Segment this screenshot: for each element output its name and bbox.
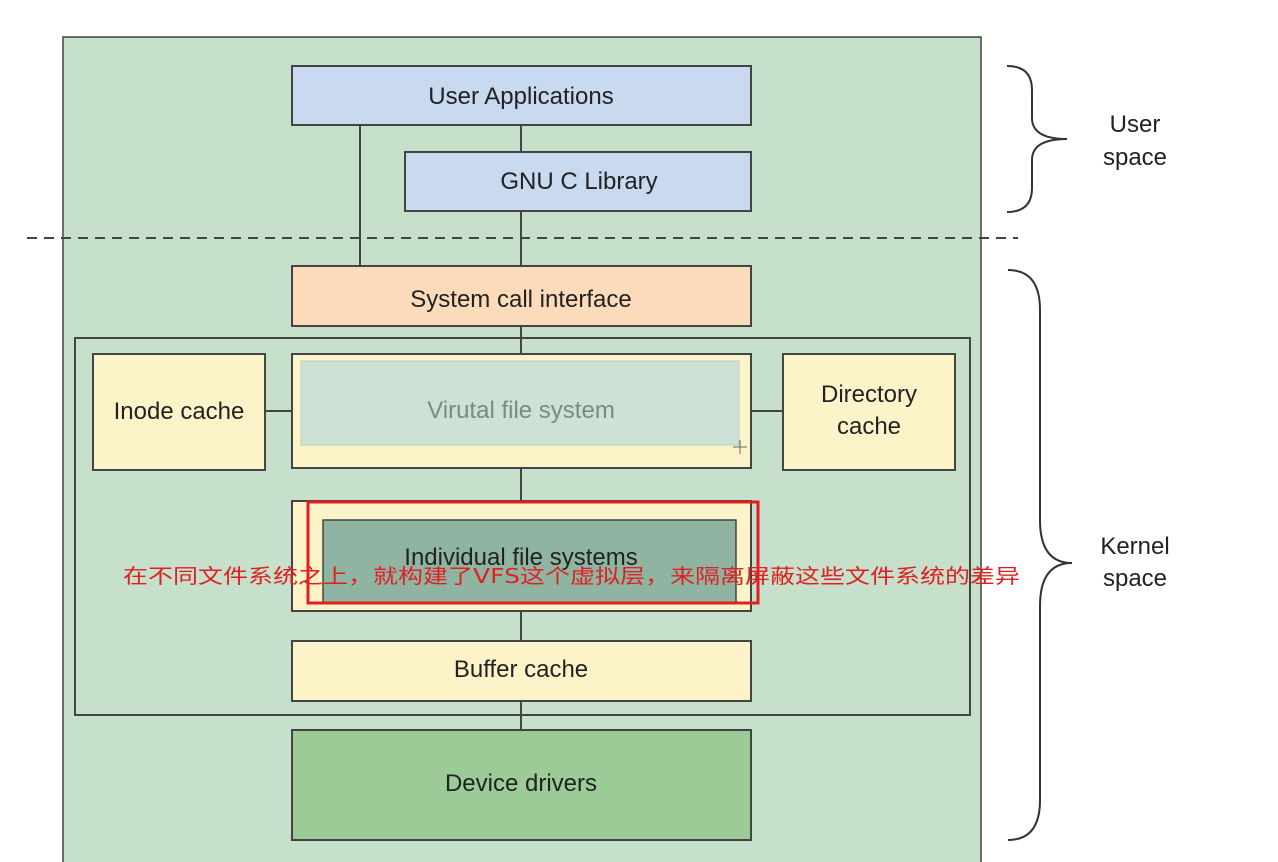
user-space-label-line1: User: [1110, 111, 1161, 138]
directory-cache-label-line1: Directory: [821, 381, 917, 408]
gnu-c-library-box: [404, 151, 752, 212]
kernel-space-label-line2: space: [1103, 565, 1167, 592]
user-applications-box: [291, 65, 752, 126]
individual-file-systems-inner: [322, 519, 737, 604]
vfs-group-container: [74, 337, 971, 716]
user-applications-label: User Applications: [428, 83, 613, 110]
kernel-space-label-line1: Kernel: [1100, 533, 1169, 560]
buffer-cache-box: [291, 640, 752, 702]
highlight-frame: [306, 500, 760, 605]
cursor-crosshair-icon: [733, 440, 747, 454]
system-call-interface-label: System call interface: [410, 286, 631, 313]
directory-cache-box: [782, 353, 956, 471]
virtual-file-system-inner: [300, 360, 740, 446]
kernel-space-brace: [1007, 269, 1073, 841]
device-drivers-box: [291, 729, 752, 841]
individual-file-systems-label: Individual file systems: [404, 544, 637, 571]
annotation-text: 在不同文件系统之上，就构建了VFS这个虚拟层，来隔离屏蔽这些文件系统的差异: [123, 564, 1020, 588]
buffer-cache-label: Buffer cache: [454, 656, 588, 683]
device-drivers-label: Device drivers: [445, 770, 597, 797]
user-space-label-line2: space: [1103, 144, 1167, 171]
gnu-c-library-label: GNU C Library: [500, 168, 657, 195]
directory-cache-label-line2: cache: [837, 413, 901, 440]
inode-cache-label: Inode cache: [114, 398, 245, 425]
system-call-interface-box: [291, 265, 752, 327]
inode-cache-box: [92, 353, 266, 471]
user-space-brace: [1006, 65, 1068, 213]
virtual-file-system-label: Virutal file system: [427, 397, 615, 424]
